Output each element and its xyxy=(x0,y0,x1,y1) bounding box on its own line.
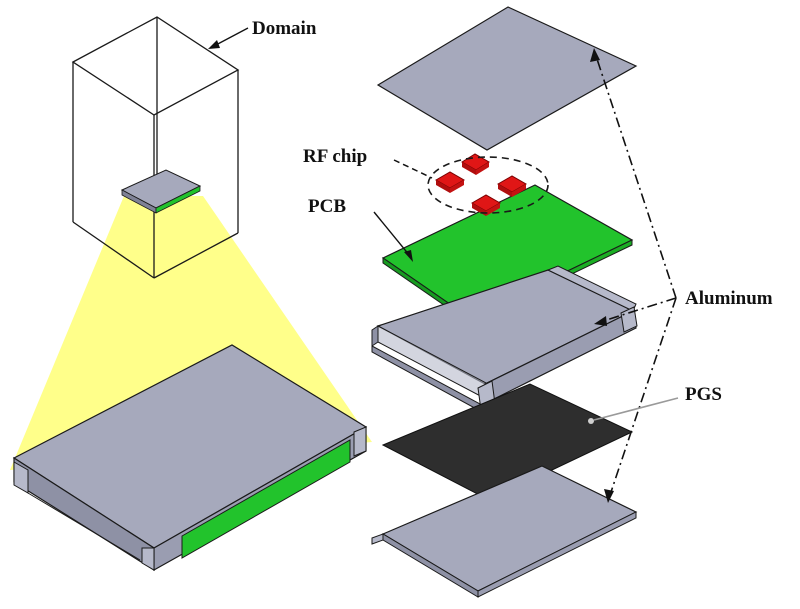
domain-arrowhead xyxy=(208,40,220,49)
domain-leader xyxy=(213,27,249,47)
rf-chip-3 xyxy=(496,175,528,197)
label-rf-chip: RF chip xyxy=(303,146,367,167)
enlarged-module xyxy=(12,344,368,572)
aluminum-arrowhead-bottom xyxy=(604,489,614,503)
rf-chip-highlight-ellipse xyxy=(427,156,549,214)
aluminum-arrowhead-tray xyxy=(594,316,607,326)
rf-chip-2 xyxy=(434,171,466,193)
small-module xyxy=(120,169,202,214)
label-pcb: PCB xyxy=(308,196,346,217)
pgs-sheet xyxy=(381,383,634,501)
aluminum-tray xyxy=(371,265,638,413)
aluminum-leaders xyxy=(595,55,677,496)
rf-chip-leader xyxy=(393,159,433,179)
pgs-leader-dot xyxy=(588,418,594,424)
pcb-leader xyxy=(373,211,411,257)
label-pgs: PGS xyxy=(685,384,722,405)
enlarged-pcb-edge xyxy=(181,439,351,559)
pcb-arrowhead xyxy=(404,250,413,262)
pgs-leader xyxy=(593,397,679,421)
aluminum-arrowhead-top xyxy=(590,48,600,62)
label-aluminum: Aluminum xyxy=(685,288,773,309)
domain-box xyxy=(71,16,240,279)
bottom-aluminum-plate xyxy=(371,465,638,598)
label-domain: Domain xyxy=(252,18,317,39)
top-aluminum-plate xyxy=(376,6,638,151)
